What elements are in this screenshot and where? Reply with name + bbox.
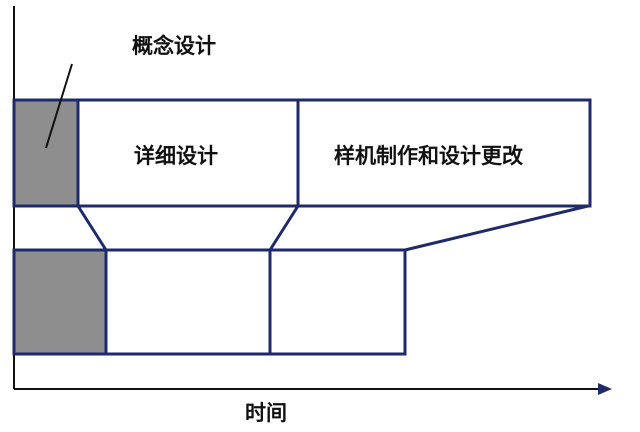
x-axis-arrow-icon (598, 383, 612, 395)
time-axis-label: 时间 (245, 401, 287, 425)
bottom-detailed-block (104, 248, 272, 356)
prototype-and-changes-label: 样机制作和设计更改 (334, 144, 523, 168)
detailed-design-label: 详细设计 (134, 144, 218, 168)
connector-line-3 (404, 204, 589, 252)
bottom-prototype-block (268, 248, 407, 356)
bottom-concept-block (12, 248, 108, 356)
connector-line-1 (76, 205, 108, 251)
connector-line-2 (268, 205, 300, 251)
top-detailed-block (76, 98, 300, 208)
top-prototype-block (296, 98, 592, 208)
top-concept-block (12, 98, 80, 208)
concept-leader-line (45, 63, 73, 149)
concept-design-label: 概念设计 (132, 34, 216, 58)
